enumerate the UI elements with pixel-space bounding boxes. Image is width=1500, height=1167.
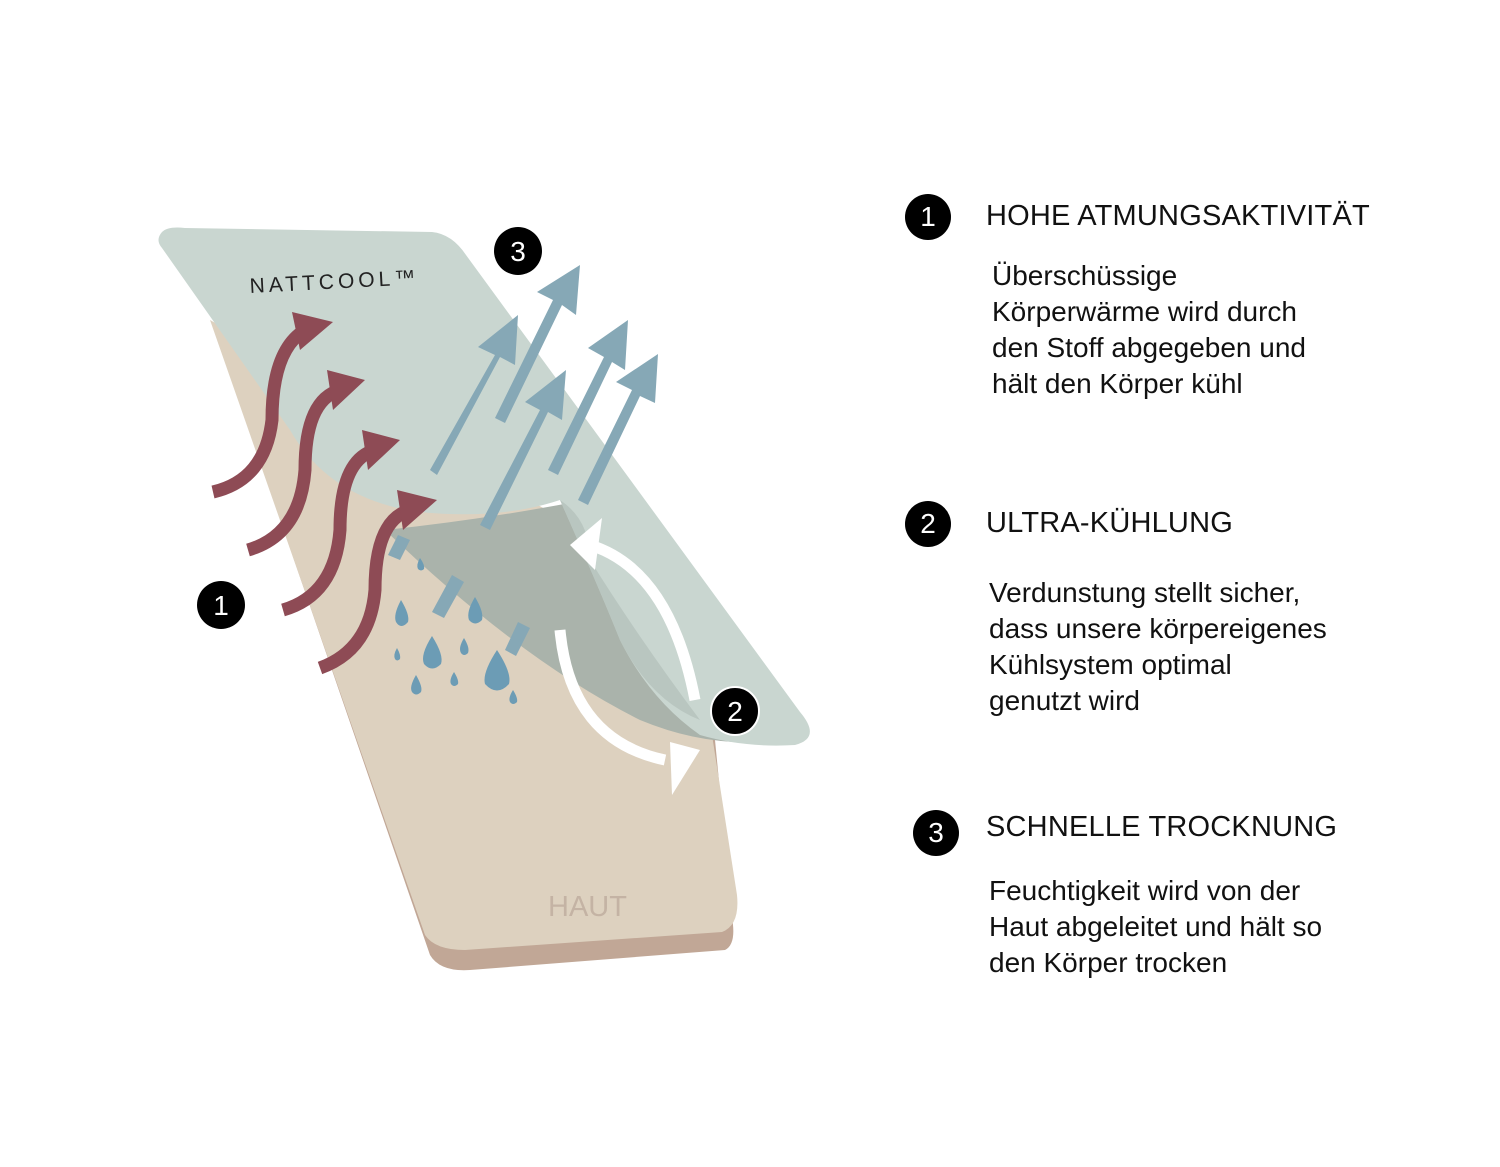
vapor-arrow [388, 535, 410, 560]
svg-text:1: 1 [213, 590, 229, 621]
feature-description: Überschüssige Körperwärme wird durch den… [992, 260, 1307, 399]
marker-1: 1 [197, 581, 245, 629]
heat-arrowhead [327, 370, 365, 410]
feature-title: HOHE ATMUNGSAKTIVITÄT [986, 200, 1370, 232]
cycle-arrow [588, 539, 701, 702]
cycle-arrow [554, 629, 667, 766]
water-drops [394, 558, 518, 704]
fabric-fold [560, 500, 700, 720]
vapor-arrow [578, 354, 658, 505]
heat-arrow [317, 503, 413, 675]
heat-arrowhead [362, 430, 400, 470]
drop-icon [468, 597, 483, 624]
heat-arrow [280, 443, 378, 617]
vapor-arrow [480, 370, 566, 530]
number-badge: 1 [905, 194, 951, 240]
heat-arrow [245, 383, 343, 557]
cycle-arrowhead [670, 742, 700, 795]
drop-icon [395, 600, 409, 626]
vapor-arrows [388, 265, 658, 656]
cycle-arrows [554, 539, 701, 766]
svg-text:3: 3 [510, 236, 526, 267]
vapor-arrow [430, 315, 518, 475]
number-badge: 2 [905, 501, 951, 547]
vapor-arrow [495, 265, 580, 423]
feature-description: Verdunstung stellt sicher, dass unsere k… [989, 577, 1327, 716]
heat-arrows [211, 324, 413, 675]
drop-icon [411, 675, 422, 695]
svg-text:2: 2 [727, 696, 743, 727]
drop-icon [394, 648, 401, 661]
number-badge: 3 [913, 810, 959, 856]
feature-description: Feuchtigkeit wird von der Haut abgeleite… [989, 875, 1323, 978]
feature-title: SCHNELLE TROCKNUNG [986, 811, 1338, 843]
vapor-arrow [548, 320, 628, 475]
drop-icon [417, 558, 425, 571]
drop-icon [460, 638, 469, 655]
drop-icon [423, 636, 442, 669]
drop-icon [484, 650, 510, 691]
heat-arrow [211, 324, 309, 499]
fabric-layer [158, 227, 810, 746]
marker-2: 2 [710, 686, 760, 736]
feature-title: ULTRA-KÜHLUNG [986, 507, 1233, 539]
heat-arrowhead [292, 312, 333, 350]
drop-icon [509, 690, 518, 704]
marker-3: 3 [494, 227, 542, 275]
skin-label: HAUT [548, 891, 627, 923]
vapor-arrow [505, 622, 530, 656]
vapor-arrow [432, 575, 464, 618]
heat-arrowhead [397, 490, 437, 530]
cycle-arrowhead [570, 518, 602, 570]
drop-icon [450, 672, 459, 686]
